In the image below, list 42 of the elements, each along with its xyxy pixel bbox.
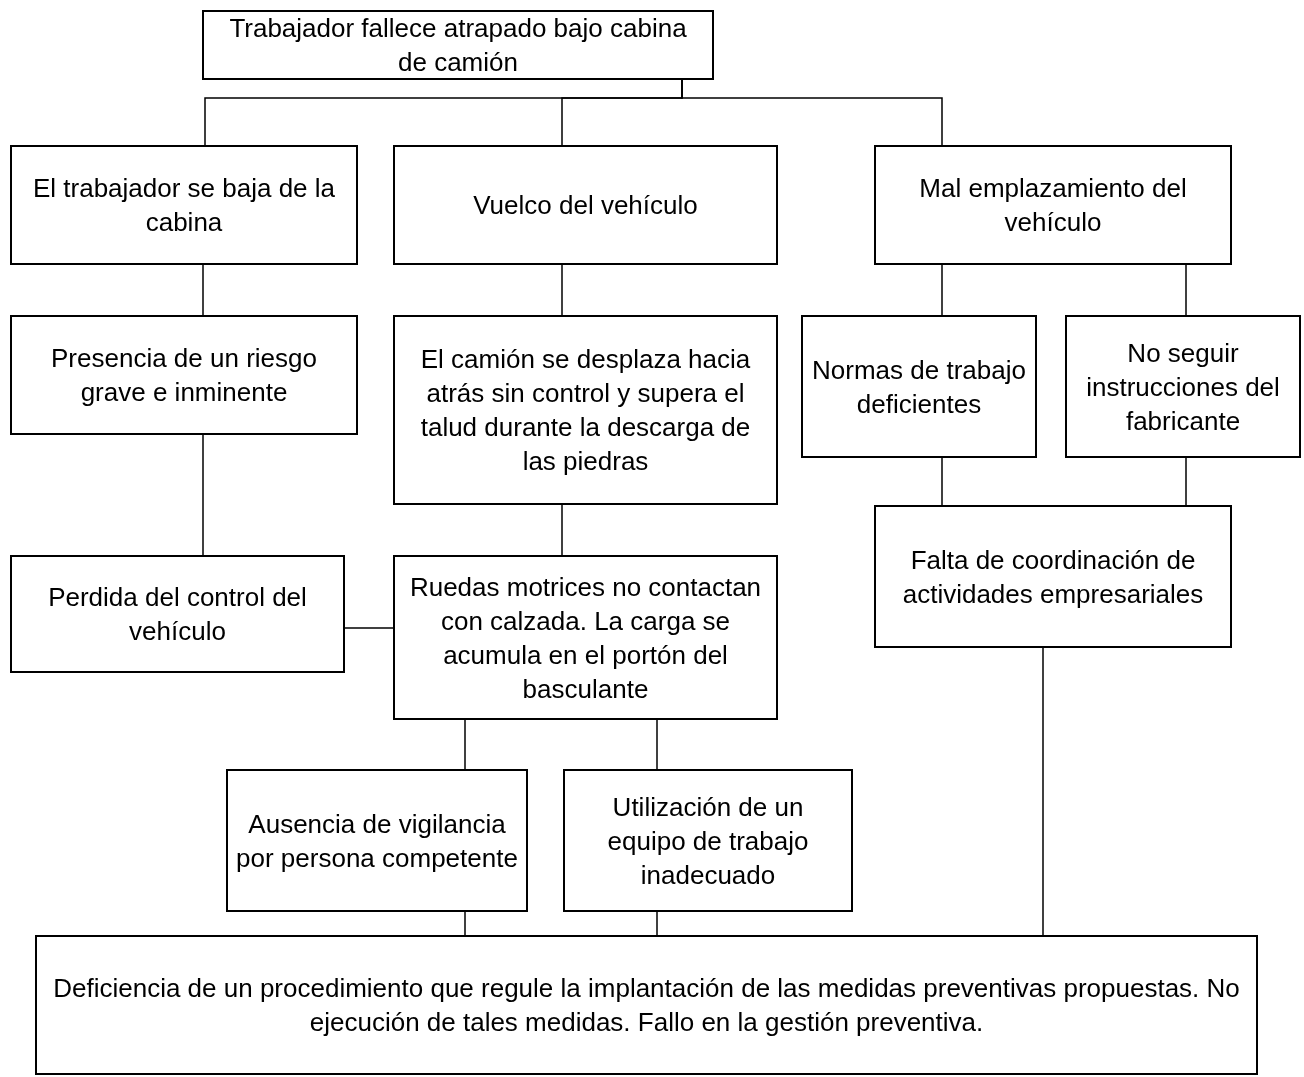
cause-box [874, 145, 1232, 265]
box-text: Ruedas motrices no contactan con calzada. La carga se acumula en el portón del basculante [408, 570, 763, 706]
connector-line [1185, 457, 1187, 506]
connector-line [1042, 647, 1044, 936]
box-text: El trabajador se baja de la cabina [31, 172, 337, 239]
box-text: Normas de trabajo deficientes [811, 353, 1027, 421]
connector-line [681, 79, 943, 146]
cause-box [226, 769, 528, 912]
cause-box [874, 505, 1232, 648]
cause-box [35, 935, 1258, 1075]
connector-line [656, 719, 658, 770]
connector-line [656, 911, 658, 936]
box-text: Presencia de un riesgo grave e inminente [50, 342, 318, 409]
box-text: Deficiencia de un procedimiento que regule la implantación de las medidas preventivas propuestas. No ejecución de tales medidas. Fallo en la gestión preventiva. [52, 972, 1241, 1039]
connector-line [464, 719, 466, 770]
cause-box [1065, 315, 1301, 458]
connector-line [202, 434, 204, 556]
box-text: Ausencia de vigilancia por persona competente [236, 807, 518, 875]
connector-line [1185, 264, 1187, 316]
connector-line [464, 911, 466, 936]
cause-box [393, 315, 778, 505]
box-text: Trabajador fallece atrapado bajo cabina de camión [228, 12, 688, 79]
box-text: Vuelco del vehículo [473, 189, 698, 222]
box-text: Utilización de un equipo de trabajo inadecuado [606, 790, 810, 892]
cause-box [393, 555, 778, 720]
connector-line [344, 627, 394, 629]
box-text: Falta de coordinación de actividades empresariales [901, 543, 1205, 611]
cause-box [10, 315, 358, 435]
cause-box [10, 555, 345, 673]
cause-box [563, 769, 853, 912]
box-text: El camión se desplaza hacia atrás sin control y supera el talud durante la descarga de las piedras [419, 343, 752, 478]
cause-box [393, 145, 778, 265]
box-text: Mal emplazamiento del vehículo [918, 172, 1188, 239]
cause-box [10, 145, 358, 265]
connector-line [561, 504, 563, 556]
box-text: Perdida del control del vehículo [47, 581, 308, 648]
connector-line [941, 457, 943, 506]
box-text: No seguir instrucciones del fabricante [1085, 336, 1281, 438]
cause-box [801, 315, 1037, 458]
connector-line [202, 264, 204, 316]
connector-line [941, 264, 943, 316]
connector-line [561, 264, 563, 316]
